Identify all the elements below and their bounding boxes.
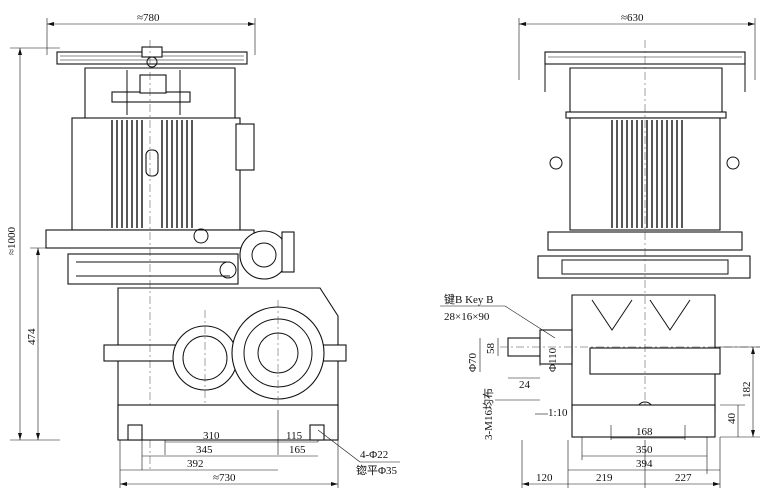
dim-label: 474	[26, 328, 38, 345]
dim-label: 165	[289, 444, 306, 456]
dim-label: 182	[741, 382, 753, 399]
dim-label: ≈1000	[6, 226, 18, 255]
dim-label: 120	[536, 472, 553, 484]
shaft-dims: 58 Φ70 Φ110 24 3-M16均布 1:10	[467, 330, 568, 440]
dim-label: 310	[203, 430, 220, 442]
lifting-lug-right	[726, 156, 740, 170]
terminal-box	[235, 123, 255, 171]
holes-note: 4-Φ22	[360, 449, 388, 461]
dim-label: 58	[485, 343, 497, 355]
key-note: 键B Key B 28×16×90	[440, 292, 556, 339]
oil-filler	[193, 228, 209, 244]
dim-label: Φ110	[547, 347, 559, 372]
motor-cooling-fins	[111, 120, 193, 228]
dim-label: 24	[519, 379, 531, 391]
dim-top-width-side: ≈630	[518, 12, 756, 80]
side-base	[571, 404, 716, 438]
side-gear-housing	[537, 255, 751, 279]
key-size: 28×16×90	[444, 311, 490, 323]
dim-label: 392	[187, 458, 204, 470]
dim-label: 40	[726, 413, 738, 425]
front-view: ≈780 ≈1000 474	[6, 12, 400, 488]
lifting-eye	[141, 46, 163, 58]
dim-label: 394	[636, 458, 653, 470]
dim-height-total: ≈1000	[6, 47, 60, 441]
side-bearing-rail	[589, 347, 721, 375]
dim-label: 219	[596, 472, 613, 484]
dim-label: ≈730	[213, 472, 236, 484]
dim-label: ≈630	[621, 12, 644, 24]
dim-label: 115	[286, 430, 303, 442]
front-bottom-dims: 310 115 345 165 392 ≈730	[119, 410, 339, 488]
foot-left	[127, 424, 143, 441]
lifting-lug-left	[549, 156, 563, 170]
side-right-dims: 182 40	[715, 346, 760, 438]
side-bottom-dims: 168 350 394 120 219 227	[521, 425, 721, 488]
side-brake-plate	[565, 111, 727, 119]
inspection-plug	[219, 261, 237, 279]
encoder	[281, 231, 295, 273]
dim-label: 350	[636, 444, 653, 456]
side-brake-housing	[569, 67, 723, 113]
dim-label: Φ70	[467, 352, 479, 372]
brake-bracket	[139, 74, 167, 94]
cover-bolt	[146, 56, 158, 68]
taper-note: 1:10	[548, 407, 568, 419]
side-view: ≈630	[440, 12, 760, 488]
side-gear-cover	[239, 230, 289, 280]
motor-nameplate	[145, 149, 159, 177]
thread-note: 3-M16均布	[482, 388, 495, 440]
foot-right	[309, 424, 325, 441]
side-motor-fins	[611, 120, 683, 228]
dim-label: 227	[675, 472, 692, 484]
dim-label: 168	[636, 426, 653, 438]
dim-top-width-front: ≈780	[46, 12, 256, 55]
counterbore-note: 锪平Φ35	[356, 464, 398, 477]
key-label: 键B Key B	[444, 292, 494, 306]
dim-label: 345	[196, 444, 213, 456]
mounting-holes-note: 4-Φ22 锪平Φ35	[317, 429, 400, 477]
gear-housing-upper	[67, 253, 239, 285]
base	[117, 404, 339, 441]
dim-label: ≈780	[137, 12, 160, 24]
